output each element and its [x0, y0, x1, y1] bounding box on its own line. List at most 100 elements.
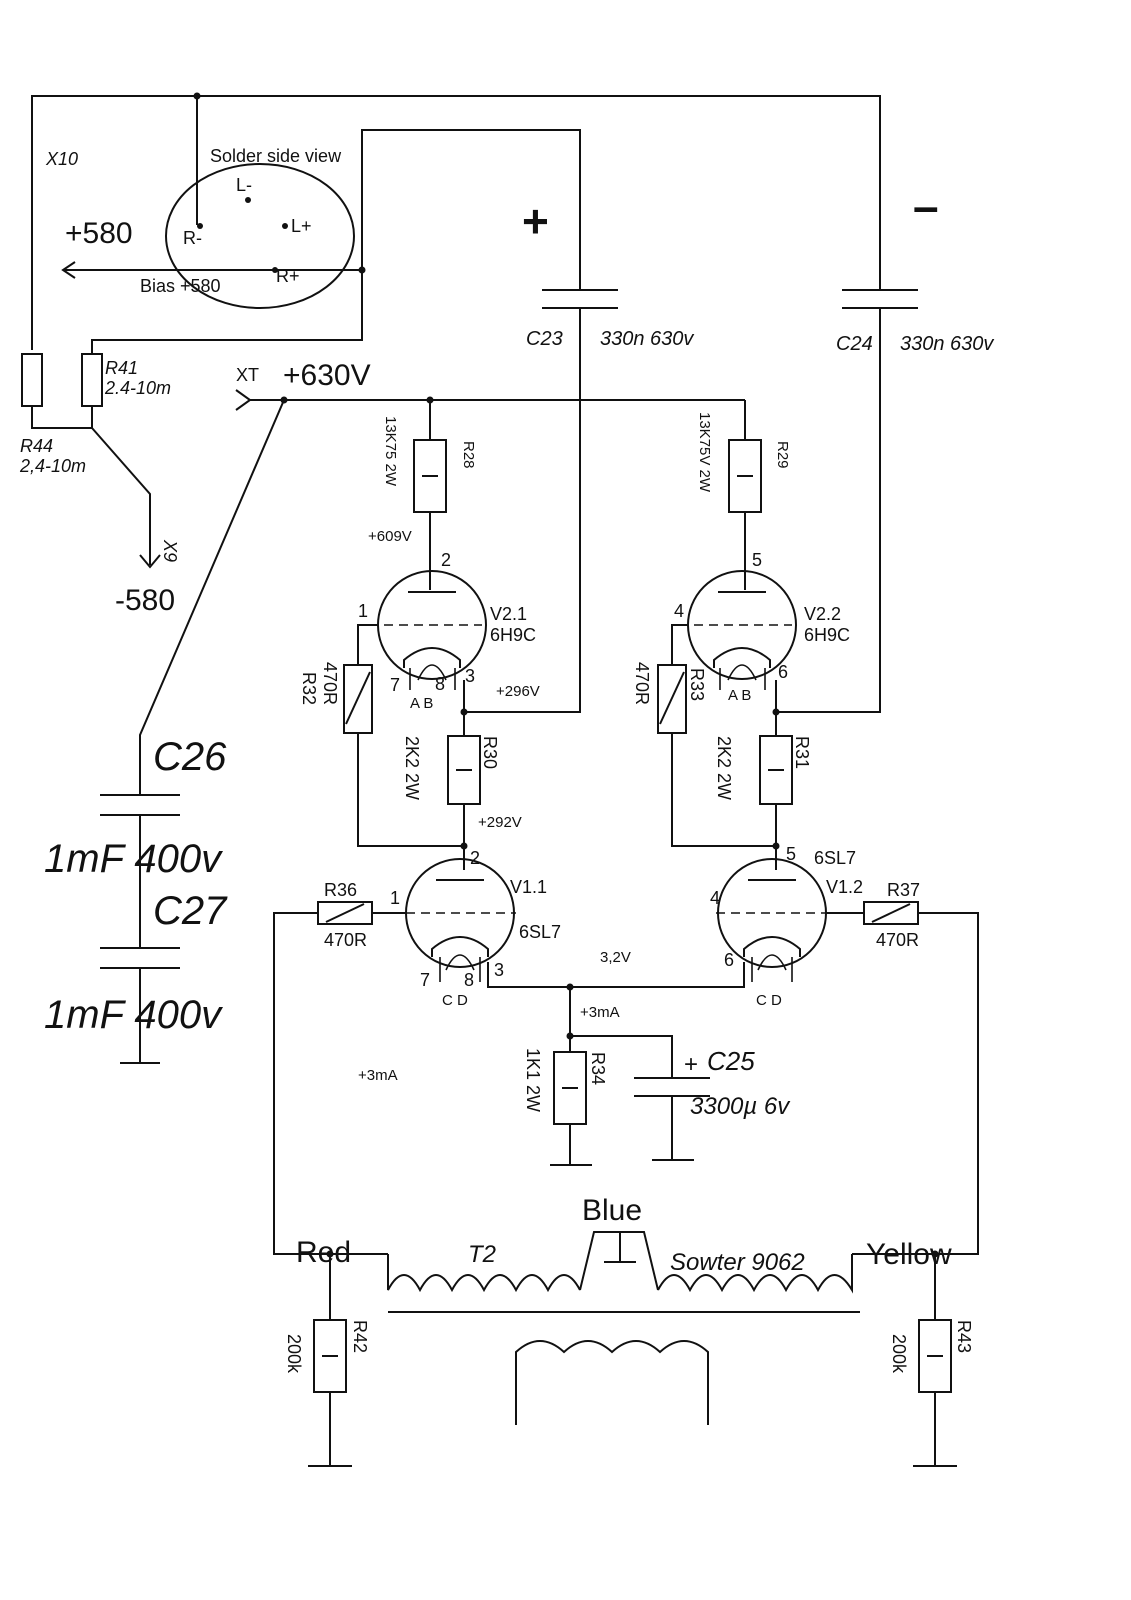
r36-slash — [325, 903, 365, 923]
junction — [460, 708, 468, 716]
v11-cathode — [431, 936, 489, 957]
pin-r-minus-label: R- — [183, 228, 202, 248]
pin-r-plus — [272, 267, 278, 273]
r36-name: R36 — [324, 880, 357, 900]
tail-current: +3mA — [580, 1004, 620, 1021]
wire-r41-top — [91, 270, 363, 354]
stage-v21: R28 13K75 2W +609V 2 1 V2.1 6H9C 7 8 3 A… — [299, 400, 540, 870]
v21-heater-pin2: 8 — [435, 674, 445, 694]
v11-heater — [439, 954, 481, 982]
r41-value: 2.4-10m — [104, 378, 171, 398]
xt-label: XT — [236, 365, 259, 385]
r43-ground — [913, 1392, 957, 1467]
connector-title: Solder side view — [210, 146, 342, 166]
v11-cathode-pin: 3 — [494, 960, 504, 980]
v12-type: 6SL7 — [814, 848, 856, 868]
bias-divider: R41 2.4-10m R44 2,4-10m X9 -580 — [19, 353, 180, 617]
wire-r-minus-loop — [31, 95, 881, 350]
plus-580-label: +580 — [65, 217, 133, 250]
v11-name: V1.1 — [510, 877, 547, 897]
stage-v12: 5 6SL7 4 V1.2 6 C D R37 470R — [710, 844, 979, 1255]
v11-heater-label: C D — [442, 992, 468, 1009]
c23-plates-wire — [464, 289, 618, 713]
r34-name: R34 — [588, 1052, 608, 1085]
c27-value: 1mF 400v — [44, 993, 223, 1037]
capacitor-c23: C23 330n 630v — [464, 289, 694, 713]
resistor-r44 — [21, 353, 43, 407]
capacitor-stack: C26 1mF 400v C27 1mF 400v — [44, 735, 228, 1064]
capacitor-c24: C24 330n 630v — [776, 289, 994, 713]
c27-name: C27 — [153, 889, 228, 933]
v22-cathode-pin: 6 — [778, 662, 788, 682]
v12-name: V1.2 — [826, 877, 863, 897]
r44-value: 2,4-10m — [19, 456, 86, 476]
wire-r-plus-loop — [361, 129, 581, 290]
v21-type: 6H9C — [490, 625, 536, 645]
v21-heater-pin1: 7 — [390, 675, 400, 695]
c25-name: C25 — [707, 1046, 755, 1076]
stage-v22: R29 13K75V 2W 5 4 V2.2 6H9C 6 A B R33 47… — [632, 400, 850, 870]
r29-name: R29 — [774, 441, 791, 469]
r37-value: 470R — [876, 930, 919, 950]
stage-v11: 2 1 V1.1 6SL7 7 8 3 C D R36 470R +3mA — [273, 848, 561, 1255]
supply-voltage: +630V — [283, 359, 371, 392]
minus-symbol: – — [913, 180, 939, 232]
r43-value: 200k — [889, 1334, 909, 1374]
v21-cathode — [403, 647, 461, 668]
v11-grid-pin: 1 — [390, 888, 400, 908]
transformer-model: Sowter 9062 — [670, 1249, 805, 1276]
junction — [358, 266, 366, 274]
v12-grid-pin: 4 — [710, 888, 720, 908]
arrow-plus-580 — [61, 261, 76, 279]
c25-value: 3300µ 6v — [690, 1093, 791, 1120]
wire-v21-grid — [357, 624, 378, 665]
transformer-name: T2 — [468, 1241, 496, 1268]
center-tap-ground — [604, 1232, 636, 1263]
v21-anode-pin: 2 — [441, 550, 451, 570]
v21-heater-label: A B — [410, 695, 433, 712]
v12-cathode-pin: 6 — [724, 950, 734, 970]
secondary-winding — [515, 1340, 709, 1425]
grid-current-label: +3mA — [358, 1067, 398, 1084]
pin-l-minus — [245, 197, 251, 203]
r32-slash — [345, 671, 371, 725]
v22-name: V2.2 — [804, 604, 841, 624]
c26-c27-plates — [100, 794, 180, 1064]
junction — [772, 842, 780, 850]
cathode-voltage: 3,2V — [600, 949, 631, 966]
wire-r32-bottom — [357, 733, 464, 847]
c24-value: 330n 630v — [900, 333, 994, 355]
red-lead-label: Red — [296, 1236, 351, 1269]
pin-l-plus — [282, 223, 288, 229]
plus-symbol: + — [522, 195, 549, 247]
r28-name: R28 — [460, 441, 477, 469]
r37-name: R37 — [887, 880, 920, 900]
r31-value: 2K2 2W — [714, 736, 734, 800]
v22-type: 6H9C — [804, 625, 850, 645]
c24-name: C24 — [836, 333, 873, 355]
bias-label: Bias +580 — [140, 276, 221, 296]
r42-value: 200k — [284, 1334, 304, 1374]
wire-630v-to-c26 — [139, 399, 285, 795]
c23-name: C23 — [526, 328, 563, 350]
v11-heater-pin2: 8 — [464, 970, 474, 990]
v21-cathode-pin: 3 — [465, 666, 475, 686]
primary-winding-left — [387, 1254, 581, 1293]
cathode-tail: 3,2V +3mA R34 1K1 2W + C25 3300µ 6v — [487, 949, 791, 1166]
pin-r-plus-label: R+ — [276, 266, 300, 286]
wire-x9 — [91, 427, 151, 565]
r31-name: R31 — [792, 736, 812, 769]
r42-ground — [308, 1392, 352, 1467]
v12-heater-label: C D — [756, 992, 782, 1009]
wire-r33-bottom — [671, 733, 776, 847]
r42-name: R42 — [350, 1320, 370, 1353]
v22-anode-pin: 5 — [752, 550, 762, 570]
r33-slash — [659, 671, 685, 725]
v22-heater-label: A B — [728, 687, 751, 704]
v12-cathode — [743, 936, 801, 957]
x9-label: X9 — [160, 539, 180, 562]
r43-name: R43 — [954, 1320, 974, 1353]
c23-value: 330n 630v — [600, 328, 694, 350]
junction — [280, 396, 288, 404]
